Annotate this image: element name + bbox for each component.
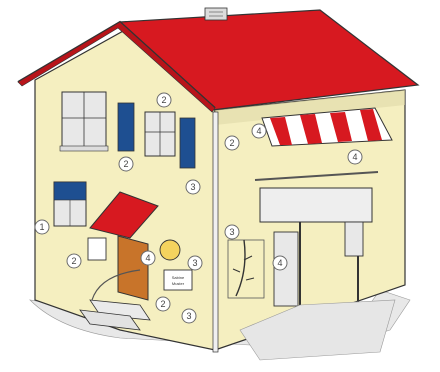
callout-marker: 3: [182, 309, 196, 323]
callout-marker: 2: [225, 136, 239, 150]
callout-marker: 2: [156, 297, 170, 311]
callout-marker: 2: [67, 254, 81, 268]
svg-text:2: 2: [71, 256, 76, 266]
svg-text:3: 3: [186, 311, 191, 321]
callout-marker: 2: [119, 157, 133, 171]
name-sign-line-2: Muster: [172, 281, 185, 286]
callout-marker: 3: [225, 225, 239, 239]
callout-marker: 1: [35, 220, 49, 234]
name-sign-line-1: Sabine: [172, 275, 185, 280]
svg-text:3: 3: [229, 227, 234, 237]
callout-marker: 4: [252, 124, 266, 138]
svg-text:4: 4: [352, 152, 357, 162]
svg-text:3: 3: [190, 182, 195, 192]
callout-marker: 4: [273, 256, 287, 270]
svg-text:3: 3: [192, 258, 197, 268]
svg-text:2: 2: [161, 95, 166, 105]
callout-marker: 4: [348, 150, 362, 164]
callout-marker: 2: [157, 93, 171, 107]
chimney: [205, 8, 227, 20]
mailbox: [88, 238, 106, 260]
callout-marker: 3: [186, 180, 200, 194]
upper-left-window: [60, 92, 108, 151]
svg-text:1: 1: [39, 222, 44, 232]
svg-text:2: 2: [160, 299, 165, 309]
lower-left-window: [54, 182, 86, 226]
svg-text:4: 4: [277, 258, 282, 268]
svg-text:4: 4: [256, 126, 261, 136]
front-door: [118, 236, 148, 300]
callout-marker: 3: [188, 256, 202, 270]
outdoor-lamp: [160, 240, 180, 260]
side-window: [345, 222, 363, 256]
callout-marker: 4: [141, 251, 155, 265]
name-sign: [164, 270, 192, 290]
svg-text:4: 4: [145, 253, 150, 263]
downpipe: [213, 112, 218, 352]
svg-text:2: 2: [123, 159, 128, 169]
svg-text:2: 2: [229, 138, 234, 148]
